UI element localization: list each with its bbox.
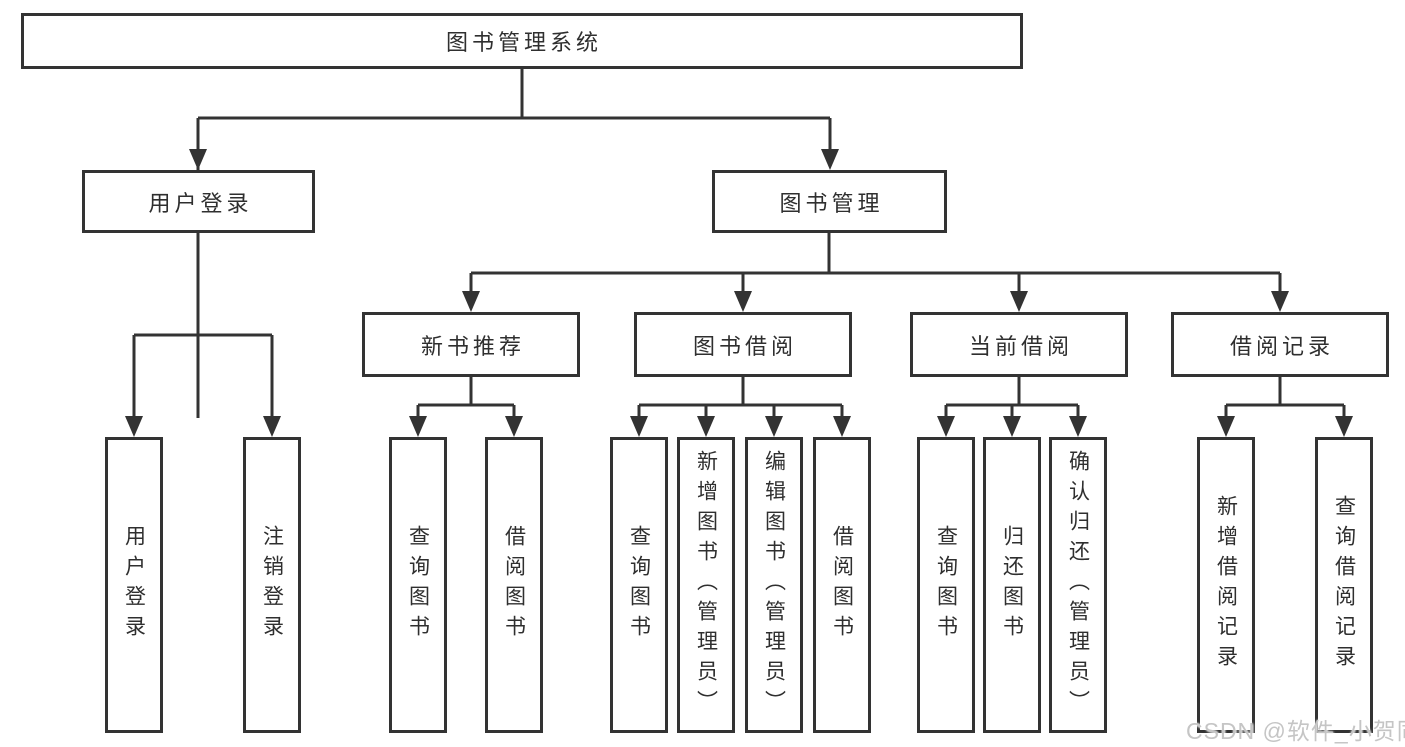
- connector-borrow-records-children: [1217, 377, 1353, 437]
- leaf-cb-query-books: 查询图书: [917, 437, 975, 733]
- leaf-bb-add-books-admin: 新增图书（管理员）: [677, 437, 735, 733]
- leaf-bb-edit-books-admin: 编辑图书（管理员）: [745, 437, 803, 733]
- leaf-cb-confirm-return-admin: 确认归还（管理员）: [1049, 437, 1107, 733]
- leaf-nb-query-books: 查询图书: [389, 437, 447, 733]
- connector-root-to-level2: [189, 69, 839, 418]
- connector-user-login-children: [125, 233, 281, 437]
- node-book-mgmt-label: 图书管理: [779, 190, 884, 216]
- node-current-borrow: 当前借阅: [910, 312, 1128, 377]
- leaf-bb-query-books: 查询图书: [610, 437, 668, 733]
- leaf-br-query-record: 查询借阅记录: [1315, 437, 1373, 733]
- node-new-books-label: 新书推荐: [420, 333, 525, 359]
- leaf-br-add-record: 新增借阅记录: [1197, 437, 1255, 733]
- connector-book-borrow-children: [630, 377, 851, 437]
- leaf-user-login: 用户登录: [105, 437, 163, 733]
- node-user-login-label: 用户登录: [148, 190, 253, 216]
- node-new-books: 新书推荐: [362, 312, 580, 377]
- leaf-cb-return-books: 归还图书: [983, 437, 1041, 733]
- node-root: 图书管理系统: [21, 13, 1023, 69]
- node-borrow-records: 借阅记录: [1171, 312, 1389, 377]
- node-borrow-records-label: 借阅记录: [1229, 333, 1334, 359]
- leaf-bb-edit-books-admin-label: 编辑图书（管理员）: [762, 450, 786, 720]
- leaf-bb-borrow-books-label: 借阅图书: [830, 525, 854, 645]
- node-book-mgmt: 图书管理: [712, 170, 947, 233]
- leaf-user-login-label: 用户登录: [122, 525, 146, 645]
- leaf-nb-borrow-books-label: 借阅图书: [502, 525, 526, 645]
- node-current-borrow-label: 当前借阅: [968, 333, 1073, 359]
- leaf-cb-confirm-return-admin-label: 确认归还（管理员）: [1066, 450, 1090, 720]
- leaf-bb-borrow-books: 借阅图书: [813, 437, 871, 733]
- connector-book-mgmt-to-level3: [462, 233, 1289, 312]
- leaf-nb-query-books-label: 查询图书: [406, 525, 430, 645]
- connector-new-books-children: [409, 377, 523, 437]
- leaf-bb-add-books-admin-label: 新增图书（管理员）: [694, 450, 718, 720]
- leaf-nb-borrow-books: 借阅图书: [485, 437, 543, 733]
- leaf-logout: 注销登录: [243, 437, 301, 733]
- node-root-label: 图书管理系统: [445, 30, 602, 55]
- leaf-br-add-record-label: 新增借阅记录: [1214, 495, 1238, 675]
- node-book-borrow: 图书借阅: [634, 312, 852, 377]
- connector-current-borrow-children: [937, 377, 1087, 437]
- leaf-logout-label: 注销登录: [260, 525, 284, 645]
- leaf-br-query-record-label: 查询借阅记录: [1332, 495, 1356, 675]
- node-user-login: 用户登录: [82, 170, 315, 233]
- leaf-cb-query-books-label: 查询图书: [934, 525, 958, 645]
- node-book-borrow-label: 图书借阅: [692, 333, 797, 359]
- leaf-bb-query-books-label: 查询图书: [627, 525, 651, 645]
- leaf-cb-return-books-label: 归还图书: [1000, 525, 1024, 645]
